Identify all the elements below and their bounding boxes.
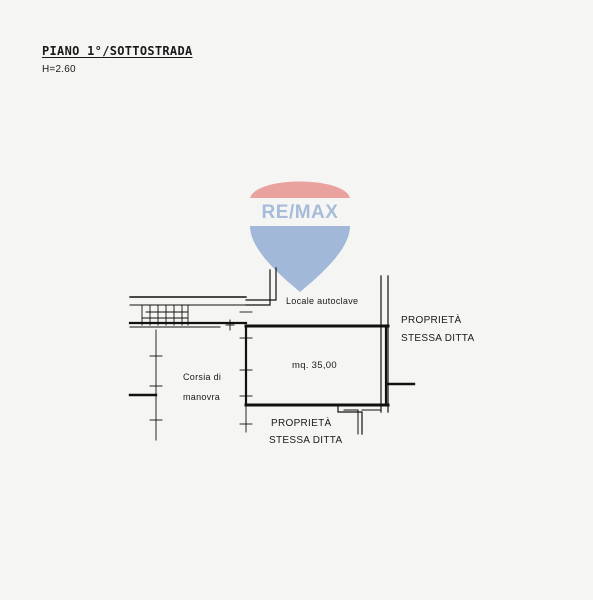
bottom-partition-2 — [343, 409, 359, 435]
balloon-icon — [250, 181, 350, 292]
corsia-label-line2: manovra — [183, 392, 221, 402]
room-area-label: mq. 35,00 — [292, 360, 337, 371]
room-label-locale: Locale autoclave — [286, 296, 359, 306]
plan-title: PIANO 1°/SOTTOSTRADA — [42, 44, 193, 58]
stair-hatch — [141, 305, 189, 326]
remax-logo-watermark: RE/MAX — [246, 168, 354, 296]
bottom-partition-1 — [337, 404, 363, 435]
logo-text: RE/MAX — [261, 202, 339, 223]
right-property-label-line1: PROPRIETÀ — [401, 315, 462, 326]
upper-l-wall-outer — [245, 267, 277, 301]
bottom-property-label-line1: PROPRIETÀ — [271, 418, 332, 429]
right-property-label-line2: STESSA DITTA — [401, 333, 475, 344]
corsia-label-line1: Corsia di — [183, 372, 222, 382]
upper-l-wall — [245, 269, 271, 306]
ceiling-height-label: H=2.60 — [42, 64, 76, 75]
bottom-property-label-line2: STESSA DITTA — [269, 435, 343, 446]
